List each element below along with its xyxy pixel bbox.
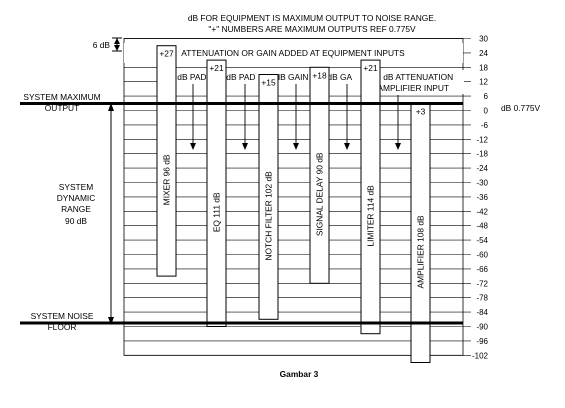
equipment-max-output: +27 — [159, 49, 174, 59]
adjustment-label: -6 dB PAD — [217, 72, 256, 82]
scale-tick-label: -54 — [476, 236, 488, 245]
scale-tick-label: 12 — [479, 78, 488, 87]
scale-tick-label: -72 — [476, 279, 488, 288]
dynamic-range-arrow-down-icon — [108, 317, 114, 325]
header-line-1: dB FOR EQUIPMENT IS MAXIMUM OUTPUT TO NO… — [188, 13, 436, 23]
adjustment-label: -6 dB PAD — [168, 72, 207, 82]
system-max-output-label-1: SYSTEM MAXIMUM — [23, 92, 100, 102]
scale-tick-label: -30 — [476, 179, 488, 188]
equipment-name: LIMITER 114 dB — [366, 185, 376, 247]
scale-tick-label: -18 — [476, 150, 488, 159]
equipment-name: EQ 111 dB — [212, 192, 222, 232]
db-scale: 30 24 18 12 6 0 -6 -12 -18 -24 -30 -36 -42 -48 -54 -60 -… — [472, 35, 489, 361]
reference-label: dB 0.775V — [501, 103, 541, 113]
scale-tick-label: -96 — [476, 337, 488, 346]
banner-backdrop — [124, 43, 463, 63]
equipment-name: NOTCH FILTER 102 dB — [264, 171, 274, 261]
equipment-name: MIXER 96 dB — [162, 154, 172, 205]
arrow-down-icon — [293, 143, 299, 150]
adjustment-label-line2: ON AMPLIFIER INPUT — [363, 83, 449, 93]
equipment-max-output: +15 — [261, 78, 276, 88]
arrow-down-icon — [344, 143, 350, 150]
scale-tick-label: 0 — [484, 107, 489, 116]
scale-tick-label: -42 — [476, 207, 488, 216]
equipment-max-output: +3 — [416, 106, 426, 116]
scale-tick-label: -6 — [481, 121, 489, 130]
dynamic-range-label-3: RANGE — [61, 204, 91, 214]
scale-tick-label: -48 — [476, 222, 488, 231]
noise-floor-label-1: SYSTEM NOISE — [31, 311, 94, 321]
headroom-arrow-up-icon — [114, 38, 120, 44]
equipment-max-output: +18 — [312, 70, 327, 80]
arrow-down-icon — [190, 143, 196, 150]
system-max-output-label-2: OUTPUT — [45, 103, 79, 113]
noise-floor-label-2: FLOOR — [48, 322, 77, 332]
header-line-2: "+" NUMBERS ARE MAXIMUM OUTPUTS REF 0.77… — [208, 24, 416, 34]
scale-tick-label: 6 — [484, 92, 489, 101]
dynamic-range-arrow-up-icon — [108, 103, 114, 111]
scale-tick-label: 18 — [479, 63, 488, 72]
equipment-bar — [360, 59, 381, 335]
scale-tick-label: 24 — [479, 49, 488, 58]
scale-tick-label: -90 — [476, 323, 488, 332]
figure-caption: Gambar 3 — [280, 369, 319, 379]
adjustment-label: +3 dB GAIN — [316, 72, 361, 82]
dynamic-range-label-1: SYSTEM — [59, 182, 93, 192]
dynamic-range-label-4: 90 dB — [65, 216, 87, 226]
headroom-arrow-down-icon — [114, 45, 120, 51]
equipment-bar — [206, 59, 227, 327]
headroom-label: 6 dB — [93, 40, 111, 50]
banner-label: ATTENUATION OR GAIN ADDED AT EQUIPMENT I… — [181, 48, 405, 58]
equipment-max-output: +21 — [209, 63, 224, 73]
equipment-bar — [309, 66, 330, 284]
scale-tick-label: -84 — [476, 308, 488, 317]
equipment-name: AMPLIFIER 108 dB — [416, 215, 426, 288]
scale-tick-label: -12 — [476, 135, 488, 144]
scale-tick-label: -66 — [476, 265, 488, 274]
scale-tick-label: -102 — [472, 351, 489, 360]
scale-tick-label: 30 — [479, 35, 488, 44]
adjustment-label: +3 dB GAIN — [264, 72, 309, 82]
arrow-down-icon — [395, 143, 401, 150]
adjustment-label: -18 dB ATTENUATION — [369, 72, 453, 82]
scale-tick-label: -24 — [476, 164, 488, 173]
scale-tick-label: -36 — [476, 193, 488, 202]
scale-tick-label: -78 — [476, 294, 488, 303]
arrow-down-icon — [242, 143, 248, 150]
scale-tick-label: -60 — [476, 251, 488, 260]
dynamic-range-label-2: DYNAMIC — [57, 193, 96, 203]
equipment-bar — [258, 74, 279, 320]
equipment-max-output: +21 — [363, 63, 378, 73]
equipment-name: SIGNAL DELAY 90 dB — [315, 152, 325, 236]
